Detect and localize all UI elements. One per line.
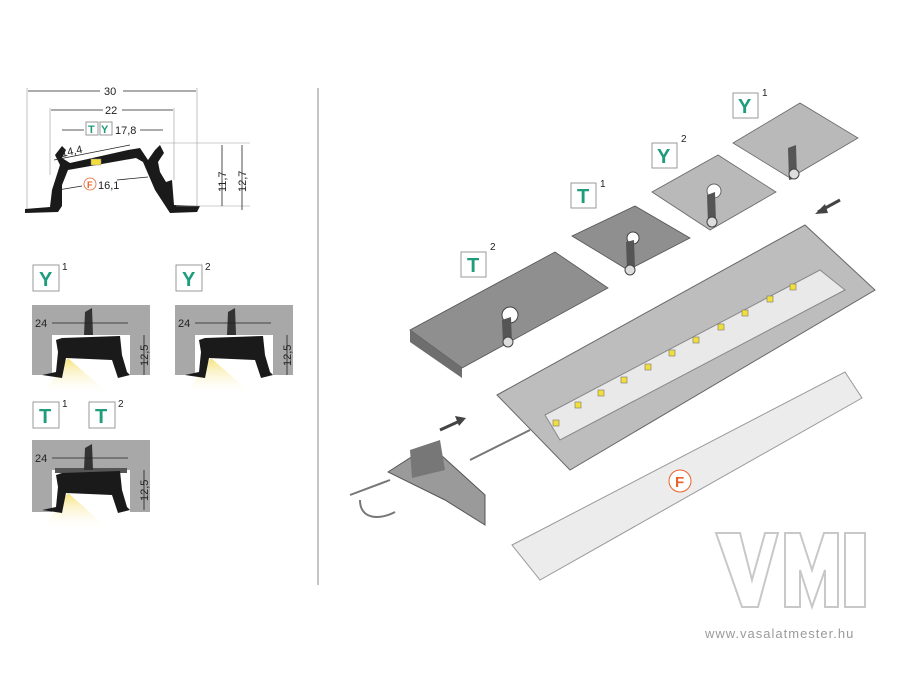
label-t-text: T	[88, 124, 95, 136]
led-strip	[552, 283, 797, 427]
label-exploded-t1: T	[577, 186, 589, 208]
led-chip	[90, 158, 102, 166]
sup-exploded-y1: 1	[762, 88, 768, 99]
watermark-url: www.vasalatmester.hu	[704, 626, 854, 641]
sup-t1: 1	[62, 399, 68, 410]
diffuser-f-badge-small	[83, 177, 97, 191]
watermark-logo	[714, 532, 866, 611]
sup-exploded-y2: 2	[681, 134, 687, 145]
sup-t2: 2	[118, 399, 124, 410]
diffuser-f-text: F	[675, 474, 684, 491]
dim-height-inner: 11,7	[217, 171, 229, 192]
dim-mount-height-2: 12,5	[282, 345, 294, 366]
diffuser-f-badge	[668, 469, 692, 493]
label-y-small	[99, 121, 113, 136]
label-exploded-t2: T	[467, 255, 479, 277]
mount-variant-y1: Y 1 24 12,5	[32, 262, 151, 395]
arrow-icon	[815, 204, 828, 214]
label-y1: Y	[39, 269, 53, 291]
dim-mount-width-2: 24	[178, 318, 190, 330]
dim-height-total: 12,7	[237, 171, 249, 192]
sup-exploded-t2: 2	[490, 242, 496, 253]
clip-y1	[732, 102, 859, 179]
arrow-icon-2	[455, 416, 466, 426]
dim-mount-width-3: 24	[35, 453, 47, 465]
cable	[349, 429, 531, 518]
diffuser-f-text-small: F	[87, 180, 93, 190]
profile-section	[25, 145, 200, 213]
mount-variant-t: T 1 T 2 24 12,5	[32, 399, 151, 530]
mount-variant-y2: Y 2 24 12,5	[175, 262, 294, 395]
dim-mount-height: 12,5	[139, 345, 151, 366]
label-y2: Y	[182, 269, 196, 291]
dim-diffuser-width: 16,1	[98, 180, 119, 192]
label-exploded-y1: Y	[738, 96, 752, 118]
label-y-text: Y	[101, 124, 109, 136]
dim-cover-width: 17,8	[115, 125, 136, 137]
sup-1: 1	[62, 262, 68, 273]
label-t1: T	[39, 406, 51, 428]
dim-mount-height-3: 12,5	[139, 480, 151, 501]
cross-section-drawing: 30 22 T Y 17,8 14,4 F 16,1 11,7 12,7	[25, 86, 250, 213]
sup-2: 2	[205, 262, 211, 273]
exploded-view: Y 1 Y 2 T 1 T 2	[349, 88, 876, 581]
dim-led-width: 14,4	[60, 144, 83, 160]
sup-exploded-t1: 1	[600, 179, 606, 190]
dim-inner-width: 22	[105, 105, 117, 117]
dim-mount-width: 24	[35, 318, 47, 330]
label-t-small	[85, 121, 99, 136]
label-t2: T	[95, 406, 107, 428]
label-exploded-y2: Y	[657, 146, 671, 168]
dim-overall-width: 30	[104, 86, 116, 98]
